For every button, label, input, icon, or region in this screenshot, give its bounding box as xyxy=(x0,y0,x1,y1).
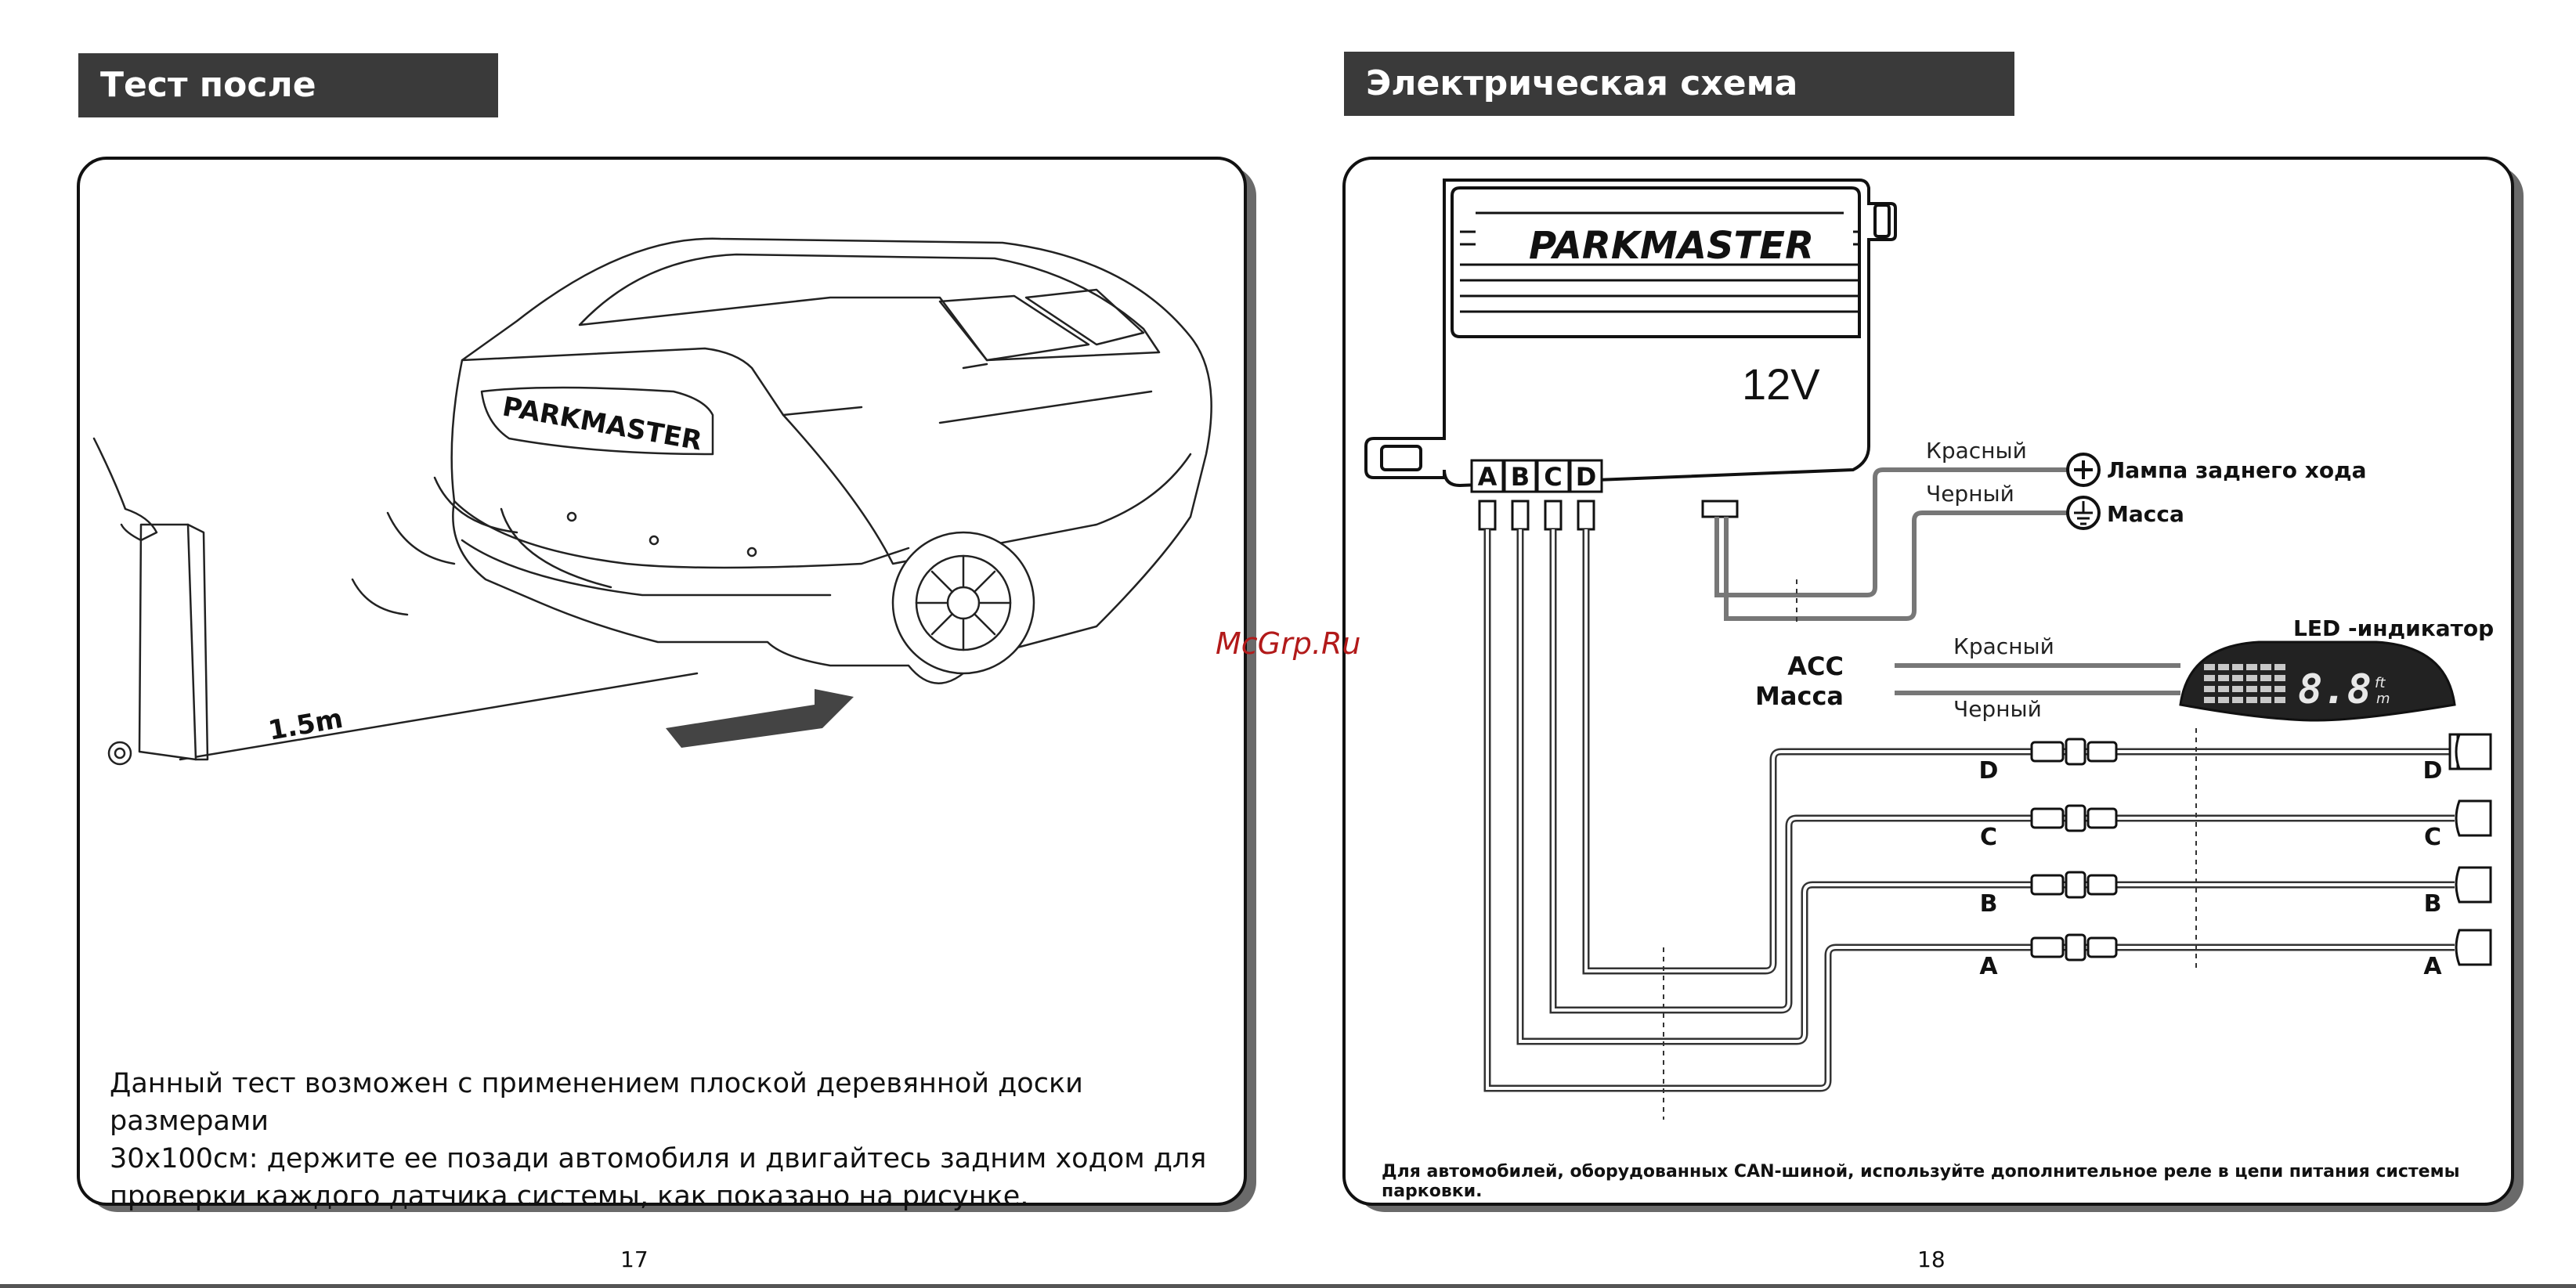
sensor-d-right-label: D xyxy=(2423,757,2443,785)
indicator-label: LED -индикатор xyxy=(2293,615,2494,641)
sensor-b-right-label: B xyxy=(2424,890,2442,918)
sensor-c-right-label: C xyxy=(2424,824,2441,851)
unit-voltage: 12V xyxy=(1742,359,1820,409)
page-number-right: 18 xyxy=(1917,1247,1946,1272)
left-page-title: Тест после установки xyxy=(78,53,498,169)
indicator-ground-color: Черный xyxy=(1953,696,2042,722)
watermark: McGrp.Ru xyxy=(1216,626,1361,661)
indicator-unit-m: m xyxy=(2376,691,2390,707)
indicator-acc-label: ACC xyxy=(1787,651,1844,681)
wiring-diagram: PARKMASTER 12V A B C D Красный Черный Кр… xyxy=(1364,179,2494,1120)
indicator-unit-ft: ft xyxy=(2375,675,2386,691)
description-line: 30x100см: держите ее позади автомобиля и… xyxy=(110,1143,1207,1174)
distance-label: 1.5m xyxy=(266,703,345,747)
bottom-divider xyxy=(0,1284,2576,1288)
ground-wire-color: Черный xyxy=(1926,481,2014,507)
unit-brand: PARKMASTER xyxy=(1529,224,1814,268)
right-page-title: Электрическая схема подключения xyxy=(1344,52,2014,168)
sensor-a-right-label: A xyxy=(2423,953,2442,980)
connector-b-label: B xyxy=(1511,462,1530,492)
description-line: Данный тест возможен с применением плоск… xyxy=(110,1068,1083,1137)
test-description: Данный тест возможен с применением плоск… xyxy=(110,1065,1222,1215)
page-number-left: 17 xyxy=(620,1247,649,1272)
control-unit xyxy=(1364,179,1897,488)
sensor-a-left-label: A xyxy=(1979,953,1998,980)
parking-test-illustration: PARKMASTER 1.5m xyxy=(92,237,1212,766)
indicator-acc-color: Красный xyxy=(1953,633,2054,659)
led-indicator: 8.8 ft m xyxy=(2179,640,2456,722)
connector-c-label: C xyxy=(1544,462,1562,492)
sensor-d-left-label: D xyxy=(1979,757,1999,785)
connector-a-label: A xyxy=(1478,462,1498,492)
ground-target: Масса xyxy=(2107,501,2184,527)
sensor-c-left-label: C xyxy=(1980,824,1997,851)
reverse-target: Лампа заднего хода xyxy=(2107,457,2367,483)
can-bus-note: Для автомобилей, оборудованных CAN-шиной… xyxy=(1382,1162,2460,1201)
description-line: проверки каждого датчика системы, как по… xyxy=(110,1181,1029,1212)
indicator-ground-label: Масса xyxy=(1755,681,1844,711)
indicator-display: 8.8 xyxy=(2298,666,2372,713)
sensor-b-left-label: B xyxy=(1980,890,1998,918)
reverse-wire-color: Красный xyxy=(1926,438,2027,464)
connector-d-label: D xyxy=(1576,462,1597,492)
